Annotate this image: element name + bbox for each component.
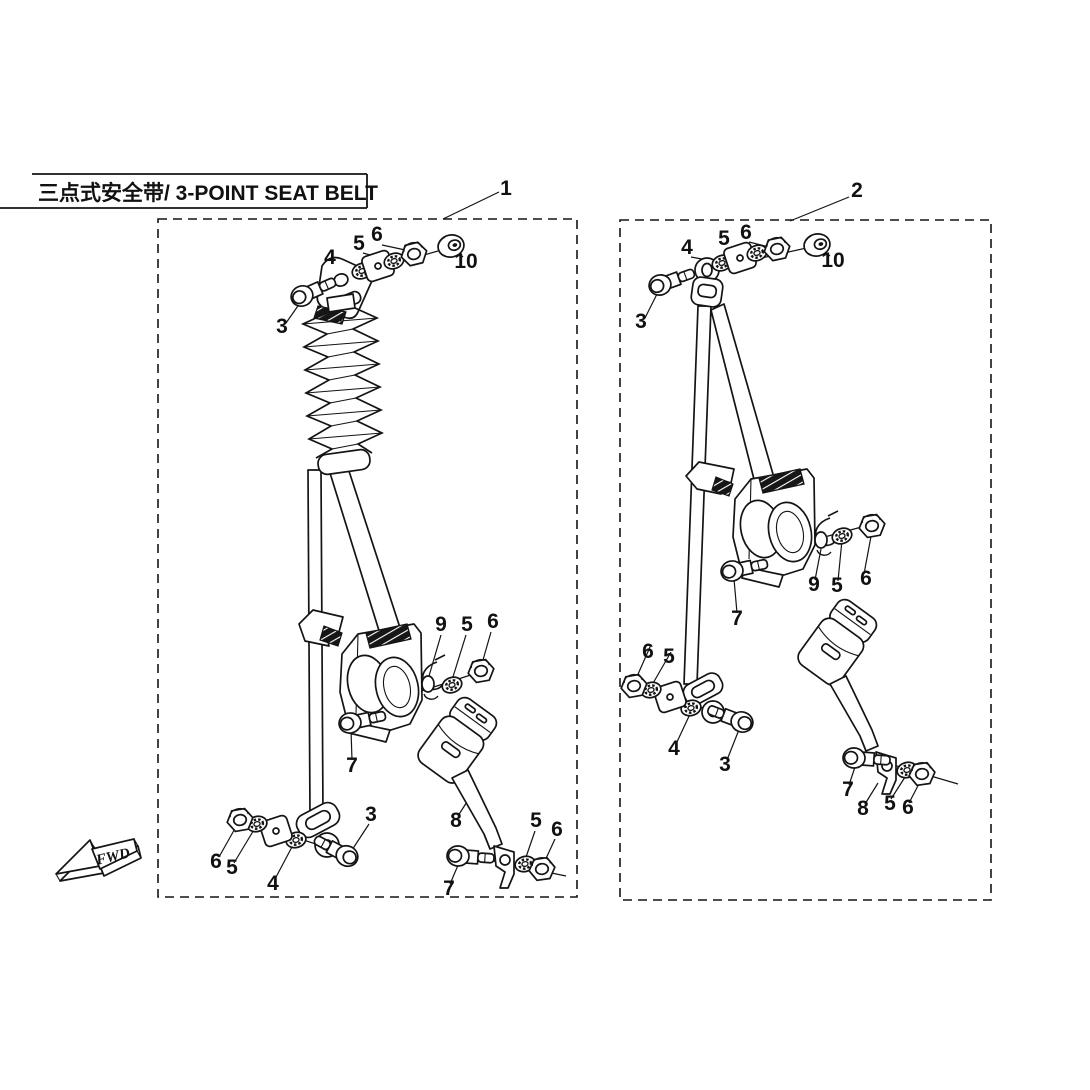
bellows-collar <box>317 448 371 476</box>
callout: 7 <box>443 877 455 900</box>
belt-guide-tab <box>319 625 343 647</box>
figure-1-axis-lines <box>237 246 567 877</box>
buckle-stalk <box>829 675 879 752</box>
washer-mid <box>438 673 466 697</box>
callout: 3 <box>635 310 647 333</box>
top-nut <box>761 234 793 263</box>
buckle-stalk <box>451 769 503 850</box>
callout: 10 <box>821 249 844 272</box>
fwd-label: FWD <box>94 845 132 869</box>
nut-mid <box>465 656 497 685</box>
fwd-indicator: FWD <box>55 838 142 882</box>
callout: 6 <box>487 610 499 633</box>
figure-1-leaders <box>218 244 556 885</box>
callout: 8 <box>450 809 462 832</box>
figure-2-border <box>619 219 992 901</box>
bellows-left-edge <box>300 311 334 459</box>
belt-strap-vertical <box>683 305 712 685</box>
br-bolt <box>445 844 496 870</box>
callout: 9 <box>808 573 820 596</box>
callout: 5 <box>718 227 730 250</box>
callout: 10 <box>454 250 477 273</box>
figure-1-border <box>157 218 578 898</box>
callout: 4 <box>668 737 680 760</box>
figure-1-ref-leader <box>442 191 500 220</box>
callout: 3 <box>365 803 377 826</box>
callout: 5 <box>530 809 542 832</box>
title-block-border <box>0 173 368 209</box>
callout: 3 <box>276 315 288 338</box>
callout: 4 <box>681 236 693 259</box>
callout: 7 <box>842 778 854 801</box>
fork-anchor <box>493 845 515 889</box>
bellows-right-edge <box>350 307 385 454</box>
figure-1: 1 <box>157 177 578 900</box>
buckle <box>793 594 883 690</box>
callout: 8 <box>857 797 869 820</box>
callout: 7 <box>731 607 743 630</box>
callout: 6 <box>551 818 563 841</box>
callout: 9 <box>435 613 447 636</box>
callout: 4 <box>324 246 336 269</box>
nut-mid <box>856 511 888 540</box>
callout: 6 <box>860 567 872 590</box>
bellows-outer-ridges <box>302 317 383 440</box>
buckle <box>413 692 503 788</box>
figure-1-callouts: 5 6 10 4 3 9 5 6 7 8 5 6 7 6 5 4 3 <box>210 223 563 900</box>
callout: 5 <box>226 856 238 879</box>
figure-1-ref: 1 <box>500 177 512 200</box>
bellows-neck <box>326 293 356 313</box>
callout: 5 <box>831 574 843 597</box>
figure-2-ref: 2 <box>851 179 863 202</box>
figure-2-callouts: 4 5 6 10 3 9 5 6 7 6 5 4 3 7 8 5 6 <box>635 221 914 820</box>
callout: 6 <box>371 223 383 246</box>
callout: 4 <box>267 872 279 895</box>
figure-1-belt-guide <box>298 609 344 647</box>
callout: 6 <box>902 796 914 819</box>
fwd-arrow-edges <box>55 838 142 882</box>
figure-1-bellows <box>300 293 385 476</box>
callout: 5 <box>353 232 365 255</box>
callout: 3 <box>719 753 731 776</box>
title-block: 三点式安全带/ 3-POINT SEAT BELT <box>0 173 378 209</box>
top-bolt <box>645 262 699 300</box>
callout: 5 <box>884 792 896 815</box>
callout: 6 <box>642 640 654 663</box>
figure-2-belt-guide <box>685 461 735 497</box>
callout: 7 <box>346 754 358 777</box>
bellows-inner-ridges <box>326 328 359 450</box>
callout: 6 <box>210 850 222 873</box>
callout: 5 <box>461 613 473 636</box>
belt-guide-tab <box>711 476 734 497</box>
callout: 6 <box>740 221 752 244</box>
callout: 5 <box>663 645 675 668</box>
page-title: 三点式安全带/ 3-POINT SEAT BELT <box>38 181 378 205</box>
figure-2: 2 <box>618 179 992 901</box>
figure-2-ref-leader <box>789 196 850 222</box>
